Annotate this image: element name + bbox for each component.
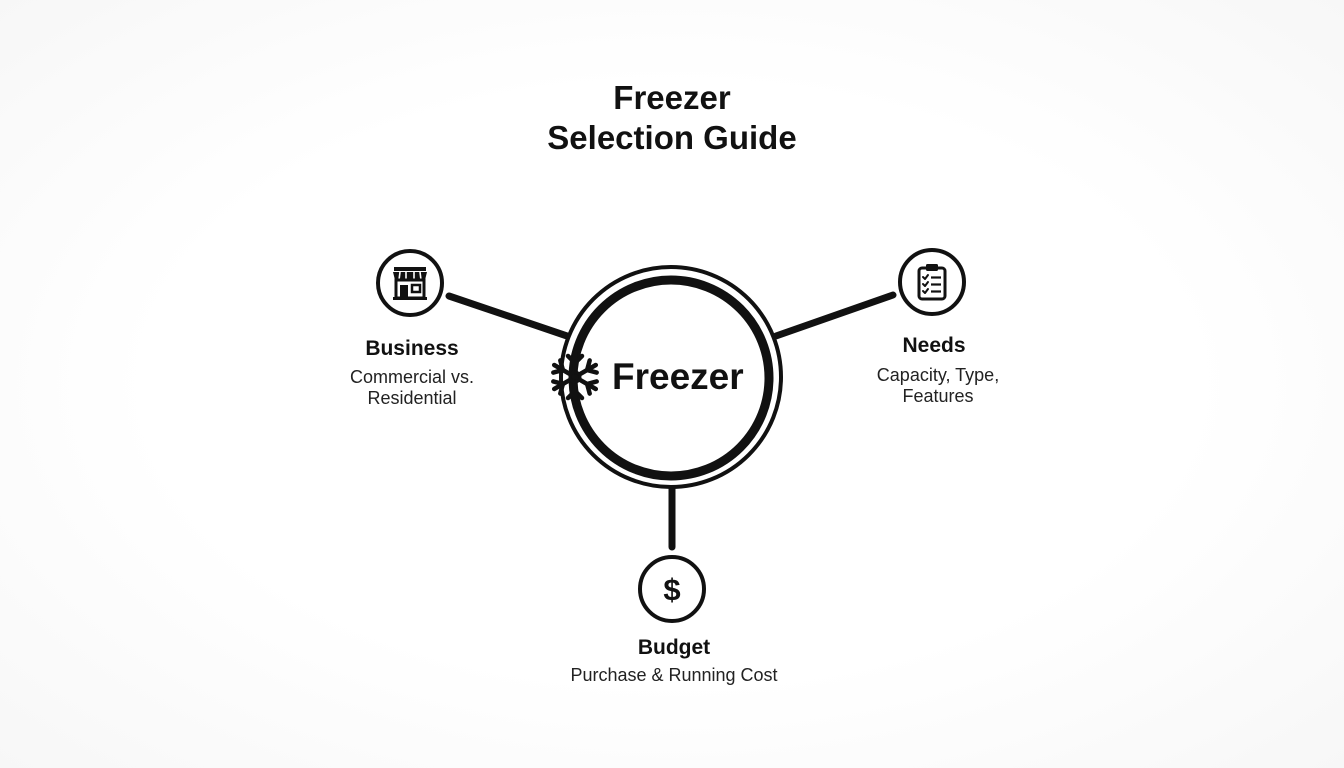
dollar-icon: $ (663, 572, 680, 607)
storefront-icon (393, 267, 427, 300)
budget-description: Purchase & Running Cost (544, 665, 804, 686)
needs-desc-line-1: Capacity, Type, (876, 365, 1000, 385)
business-description: Commercial vs. Residential (302, 367, 522, 409)
svg-text:$: $ (663, 572, 680, 607)
title-line-1: Freezer (613, 79, 731, 116)
needs-desc-line-2: Features (902, 386, 974, 406)
hub-label: Freezer (612, 356, 744, 397)
diagram-title: Freezer Selection Guide (472, 78, 872, 158)
needs-node-icon (898, 248, 966, 316)
business-title: Business (365, 337, 459, 360)
connector-business (445, 292, 574, 341)
title-line-2: Selection Guide (547, 119, 797, 156)
hub-freezer: Freezer (548, 350, 758, 404)
snowflake-icon (551, 350, 599, 404)
business-desc-line-2: Residential (367, 388, 457, 408)
business-desc-line-1: Commercial vs. (349, 367, 474, 387)
budget-title: Budget (637, 636, 711, 659)
budget-node-icon: $ (638, 555, 706, 623)
needs-title: Needs (902, 334, 966, 357)
needs-description: Capacity, Type, Features (828, 365, 1048, 407)
connector-needs (772, 291, 897, 340)
business-node-icon (376, 249, 444, 317)
budget-desc-line-1: Purchase & Running Cost (570, 665, 778, 685)
clipboard-checklist-icon (917, 264, 947, 301)
